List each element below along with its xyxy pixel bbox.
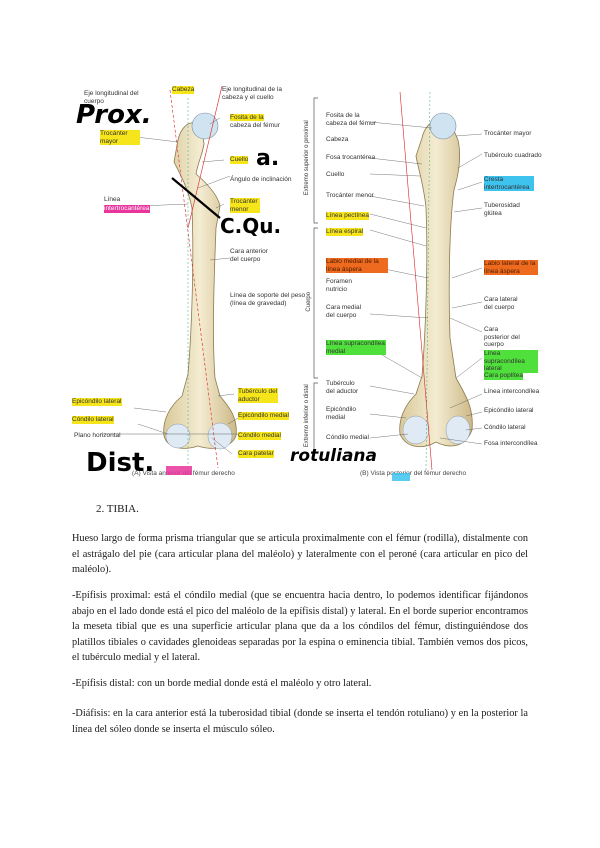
label-r-intercondylar-fossa: Fosa intercondílea <box>484 440 538 447</box>
label-r-popliteal-surface: Cara poplítea <box>484 372 524 380</box>
label-horizontal-plane: Plano horizontal <box>74 432 121 439</box>
label-intertrochanteric: intertrocantérea <box>104 205 150 213</box>
label-patellar-surface: Cara patelar <box>238 450 274 458</box>
label-line: Línea <box>104 196 121 203</box>
femur-posterior-drawing <box>399 91 473 471</box>
section-title: 2. TIBIA. <box>96 503 139 515</box>
label-neck: Cuello <box>230 156 249 164</box>
label-r-quadrate-tubercle: Tubérculo cuadrado <box>484 152 542 159</box>
label-r-neck: Cuello <box>326 171 345 178</box>
label-greater-trochanter: Trocánter mayor <box>100 130 140 145</box>
label-medial-condyle: Cóndilo medial <box>238 432 281 440</box>
label-r-intercondylar-line: Línea intercondílea <box>484 388 540 395</box>
label-upper-end: Extremo superior o proximal <box>303 120 310 196</box>
handwriting-dist: Dist. <box>86 448 155 478</box>
label-lateral-condyle: Cóndilo lateral <box>72 416 114 424</box>
femur-drawings <box>100 85 483 473</box>
cyan-mark <box>392 473 410 481</box>
label-r-lateral-epicondyle: Epicóndilo lateral <box>484 407 534 414</box>
label-r-medial-epicondyle: Epicóndilo medial <box>326 406 356 421</box>
caption-posterior: (B) Vista posterior del fémur derecho <box>360 470 467 477</box>
handwriting-cqu: C.Qu. <box>220 214 282 238</box>
label-r-medial-surface: Cara medial del cuerpo <box>326 304 362 319</box>
paragraph-proximal-epiphysis: -Epífisis proximal: está el cóndilo medi… <box>72 590 528 663</box>
label-r-medial-lip: Labio medial de la línea áspera <box>326 258 388 273</box>
label-r-greater-trochanter: Trocánter mayor <box>484 130 532 137</box>
label-r-lateral-supracondylar: Línea supracondílea lateral <box>484 350 538 373</box>
label-r-lateral-lip: Labio lateral de la línea áspera <box>484 260 538 275</box>
label-r-adductor-tubercle: Tubérculo del aductor <box>326 380 359 395</box>
label-r-head: Cabeza <box>326 136 349 143</box>
label-head: Cabeza <box>172 86 195 94</box>
label-r-lesser-trochanter: Trocánter menor <box>326 192 374 199</box>
handwriting-rotuliana: rotuliana <box>290 446 377 466</box>
label-r-medial-supracondylar: Línea supracondílea medial <box>326 340 386 355</box>
paragraph-diaphysis: -Diáfisis: en la cara anterior está la t… <box>72 708 528 735</box>
label-r-nutrient-foramen: Foramen nutricio <box>326 278 353 293</box>
label-adductor-tubercle: Tubérculo del aductor <box>238 388 278 403</box>
label-anterior-surface: Cara anterior del cuerpo <box>230 248 268 263</box>
label-r-intertrochanteric-crest: Cresta intertrocantérea <box>484 176 534 191</box>
label-body-axis: Eje longitudinal del cuerpo <box>84 90 139 105</box>
label-r-spiral-line: Línea espiral <box>326 228 364 236</box>
handwriting-prox: Prox. <box>76 100 152 130</box>
magenta-mark <box>166 466 192 475</box>
label-r-lateral-condyle: Cóndilo lateral <box>484 424 526 431</box>
label-r-trochanteric-fossa: Fosa trocantérea <box>326 154 376 161</box>
label-r-lateral-surface: Cara lateral del cuerpo <box>484 296 518 311</box>
label-angle: Ángulo de inclinación <box>230 176 292 183</box>
label-r-pectineal-line: Línea pectínea <box>326 212 370 220</box>
label-weight-line: Línea de soporte del peso (línea de grav… <box>230 292 306 307</box>
handwriting-a: a. <box>256 146 280 171</box>
label-lesser-trochanter: Trocánter menor <box>230 198 260 213</box>
label-r-fovea: Fosita de la cabeza del fémur <box>326 112 376 127</box>
label-medial-epicondyle: Epicóndilo medial <box>238 412 289 420</box>
paragraph-distal-epiphysis: -Epífisis distal: con un borde medial do… <box>72 678 372 689</box>
paragraph-intro: Hueso largo de forma prisma triangular q… <box>72 533 528 575</box>
femur-figure: Eje longitudinal del cuerpo Cabeza Eje l… <box>70 78 542 486</box>
label-r-medial-condyle: Cóndilo medial <box>326 434 369 441</box>
label-r-posterior-surface: Cara posterior del cuerpo <box>484 326 520 348</box>
region-bracket <box>313 97 318 454</box>
label-lower-end: Extremo inferior o distal <box>303 384 310 448</box>
label-shaft: Cuerpo <box>306 291 313 312</box>
label-neck-axis: Eje longitudinal de la cabeza y el cuell… <box>222 86 282 101</box>
femur-anterior-drawing <box>100 85 250 473</box>
label-r-gluteal-tuberosity: Tuberosidad glútea <box>484 202 520 217</box>
label-lateral-epicondyle: Epicóndilo lateral <box>72 398 122 406</box>
